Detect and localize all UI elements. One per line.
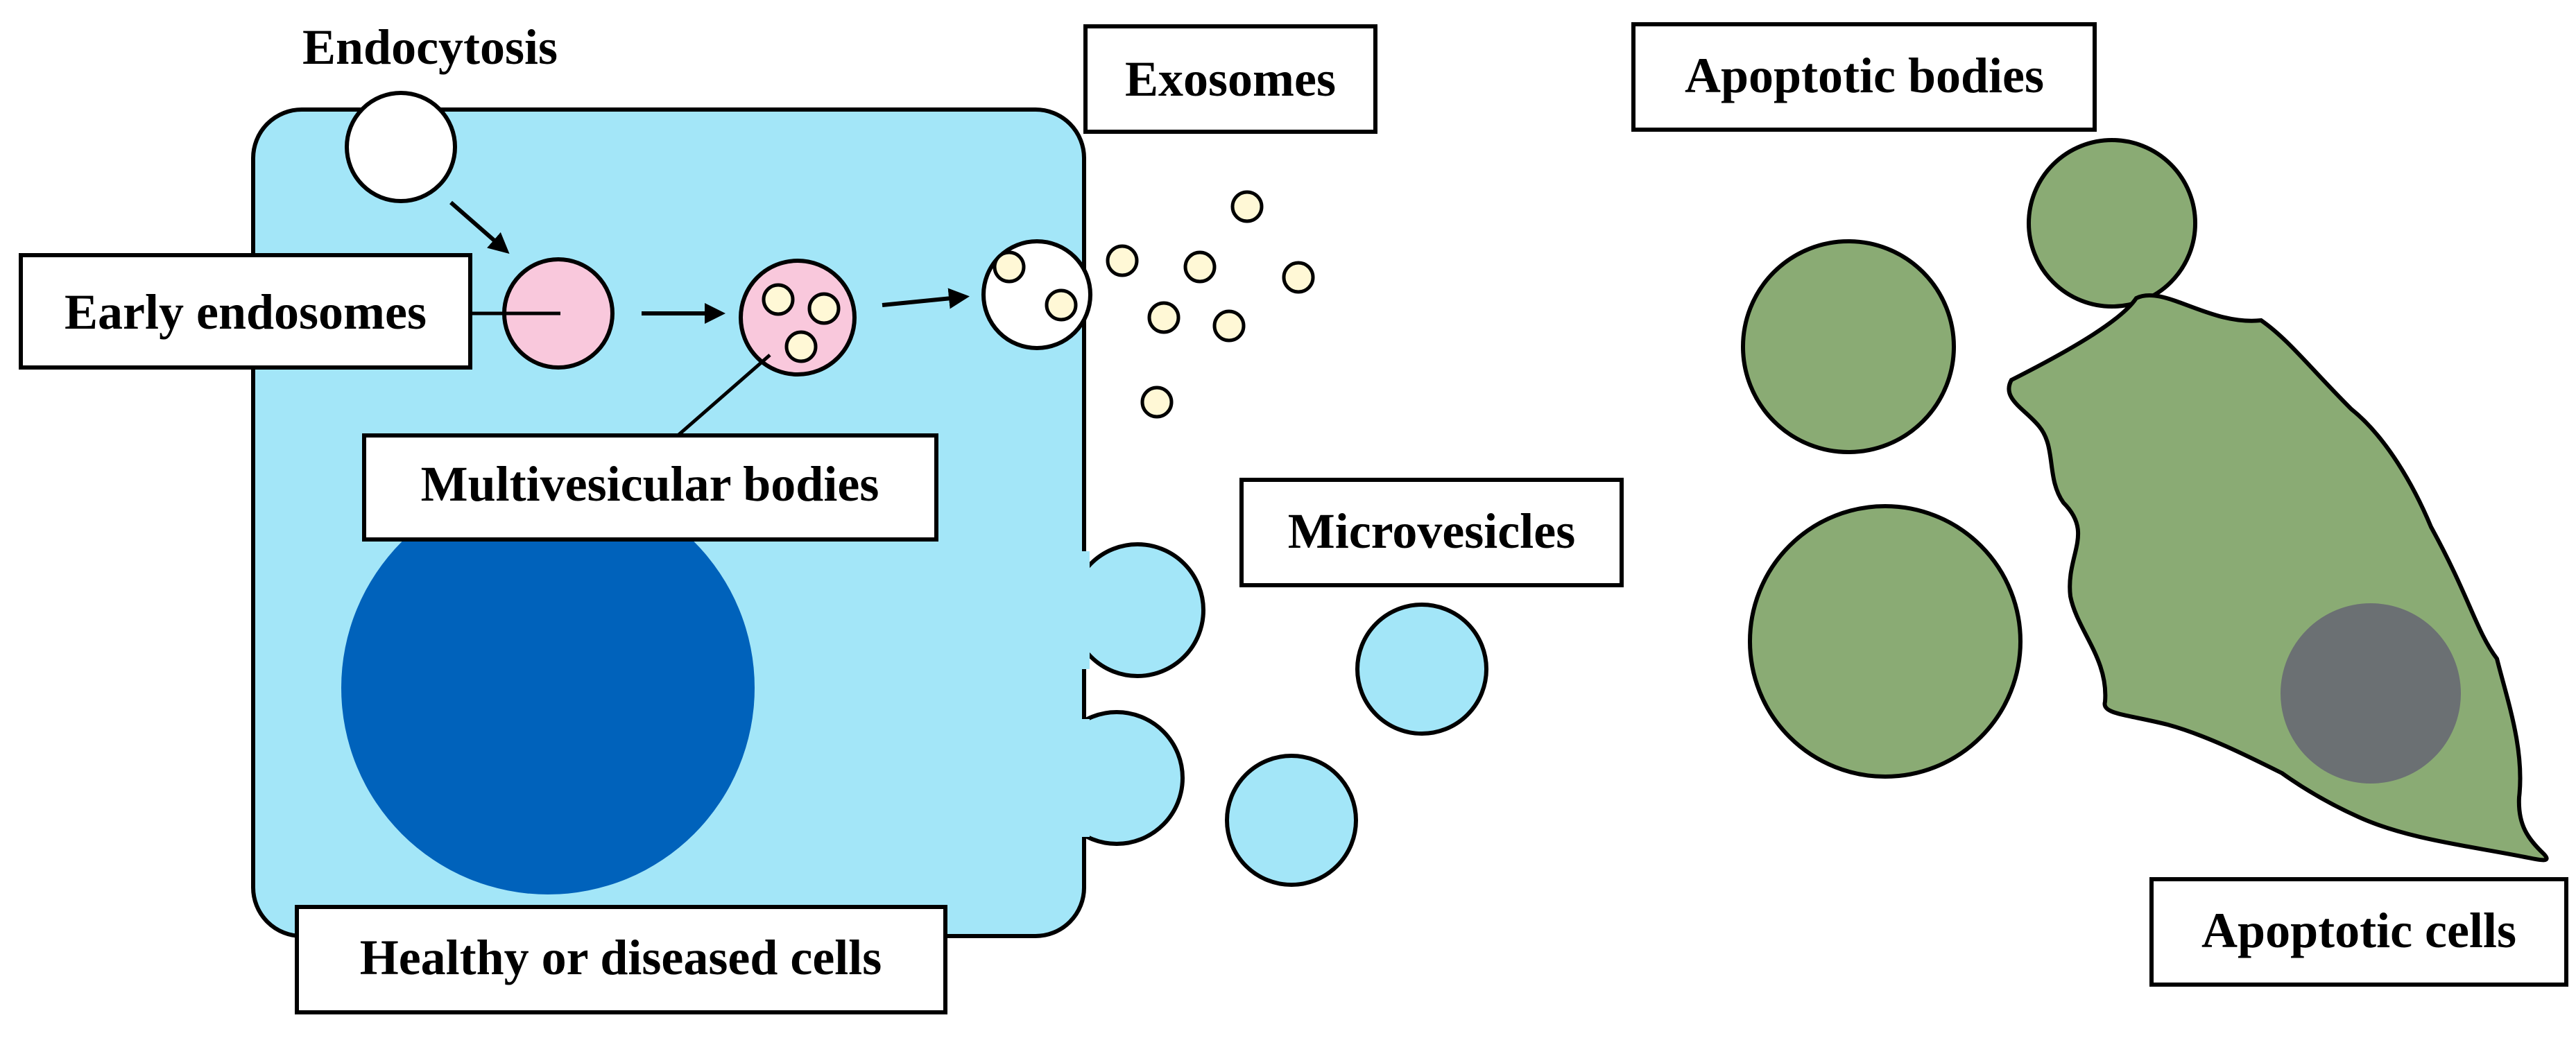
label-endocytosis: Endocytosis	[302, 19, 558, 75]
intraluminal-vesicle	[762, 283, 795, 316]
intraluminal-vesicle	[784, 330, 818, 363]
endocytosis-vesicle	[345, 91, 457, 203]
label-box-exosomes: Exosomes	[1083, 24, 1377, 134]
apoptotic-body	[1748, 504, 2023, 779]
exosome	[1230, 190, 1264, 223]
leader-line-multivesicular-bodies	[675, 354, 771, 438]
label-box-multivesicular-bodies: Multivesicular bodies	[362, 433, 938, 542]
exosome	[1212, 309, 1246, 343]
apoptotic-nucleus	[2281, 603, 2461, 784]
label-box-healthy-cells: Healthy or diseased cells	[295, 905, 947, 1014]
label-multivesicular-bodies: Multivesicular bodies	[421, 456, 879, 512]
intraluminal-vesicle	[807, 292, 841, 325]
exosome	[1183, 250, 1217, 284]
label-microvesicles: Microvesicles	[1288, 503, 1576, 559]
arrow-endocytosis-to-endosome	[449, 200, 510, 254]
exosome	[1106, 244, 1139, 277]
exosome	[1045, 288, 1078, 322]
label-box-microvesicles: Microvesicles	[1239, 478, 1624, 587]
apoptotic-body	[2027, 138, 2197, 309]
exosome	[1282, 261, 1315, 294]
label-box-apoptotic-bodies: Apoptotic bodies	[1631, 22, 2097, 132]
label-healthy-cells: Healthy or diseased cells	[360, 930, 882, 985]
label-exosomes: Exosomes	[1125, 51, 1336, 107]
apoptotic-group	[1741, 138, 2549, 863]
label-early-endosomes: Early endosomes	[65, 284, 427, 340]
exosome	[1147, 301, 1180, 334]
microvesicle-bud	[1070, 542, 1205, 678]
exosome	[993, 250, 1026, 284]
label-box-apoptotic-cells: Apoptotic cells	[2149, 877, 2568, 987]
exosome	[1140, 386, 1174, 419]
nucleus	[341, 481, 755, 894]
apoptotic-body	[1741, 239, 1956, 454]
label-apoptotic-cells: Apoptotic cells	[2201, 903, 2516, 958]
apoptotic-cell-body	[2007, 293, 2549, 863]
arrow-mvb-to-exosome-release	[882, 288, 970, 309]
microvesicle	[1355, 603, 1488, 736]
label-box-early-endosomes: Early endosomes	[19, 253, 472, 370]
microvesicle	[1225, 754, 1358, 887]
label-apoptotic-bodies: Apoptotic bodies	[1685, 48, 2044, 103]
